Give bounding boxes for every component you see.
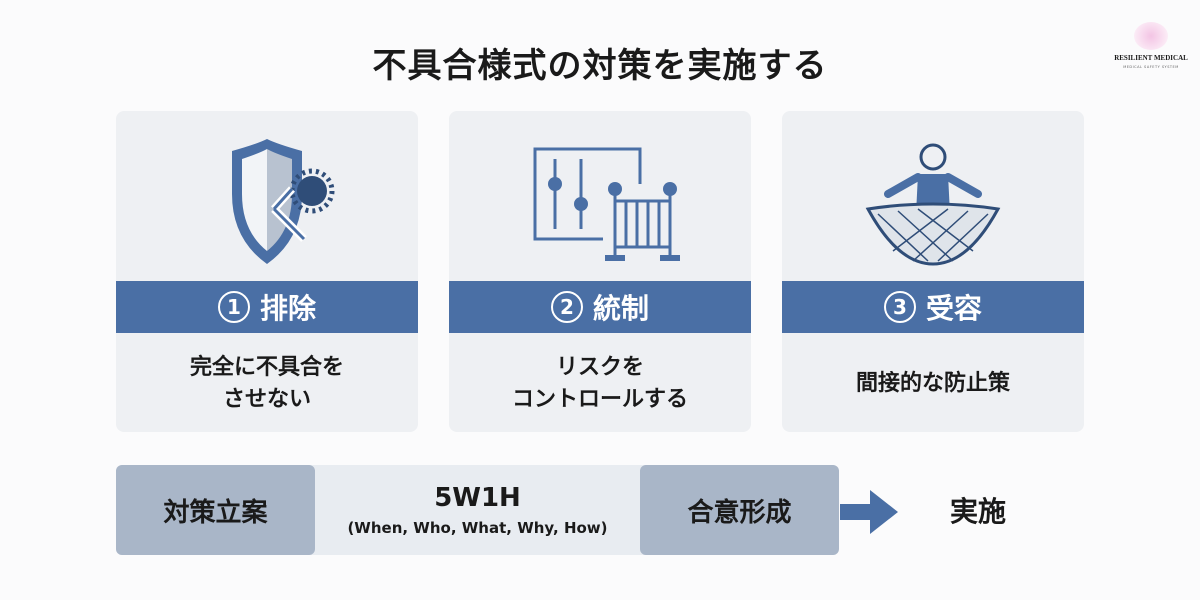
card-title: 統制 bbox=[592, 292, 649, 325]
card-title: 受容 bbox=[925, 292, 982, 325]
step-implementation: 実施 bbox=[950, 495, 1007, 528]
card-control: 2 統制 リスクを コントロールする bbox=[449, 111, 751, 432]
card-number: 3 bbox=[883, 291, 916, 323]
step-planning: 対策立案 bbox=[116, 465, 315, 555]
card-acceptance: 3 受容 間接的な防止策 bbox=[782, 111, 1084, 432]
card-elimination: 1 排除 完全に不具合を させない bbox=[116, 111, 418, 432]
card-title: 排除 bbox=[259, 292, 316, 325]
card-label: 1 排除 bbox=[116, 281, 418, 333]
logo-tagline: MEDICAL SAFETY SYSTEM bbox=[1123, 65, 1179, 69]
step-5w1h: 5W1H (When, Who, What, Why, How) bbox=[315, 465, 640, 555]
page-title: 不具合様式の対策を実施する bbox=[372, 46, 828, 86]
safety-net-icon bbox=[782, 139, 1084, 269]
logo-name: RESILIENT MEDICAL bbox=[1114, 54, 1188, 62]
card-number: 2 bbox=[550, 291, 583, 323]
logo: RESILIENT MEDICAL MEDICAL SAFETY SYSTEM bbox=[1108, 22, 1194, 69]
card-description: 間接的な防止策 bbox=[855, 371, 1010, 397]
card-description: 完全に不具合を させない bbox=[189, 355, 344, 412]
flow-bar: 対策立案 5W1H (When, Who, What, Why, How) 合意… bbox=[116, 465, 839, 555]
card-label: 2 統制 bbox=[449, 281, 751, 333]
5w1h-subtitle: (When, Who, What, Why, How) bbox=[347, 519, 608, 537]
step-consensus: 合意形成 bbox=[640, 465, 839, 555]
arrow-right-icon bbox=[840, 490, 898, 534]
card-label: 3 受容 bbox=[782, 281, 1084, 333]
card-description: リスクを コントロールする bbox=[511, 355, 688, 412]
shield-virus-icon bbox=[116, 139, 418, 269]
5w1h-title: 5W1H bbox=[434, 483, 521, 513]
card-number: 1 bbox=[217, 291, 250, 323]
bird-logo-icon bbox=[1134, 22, 1168, 50]
control-barrier-icon bbox=[449, 139, 751, 269]
